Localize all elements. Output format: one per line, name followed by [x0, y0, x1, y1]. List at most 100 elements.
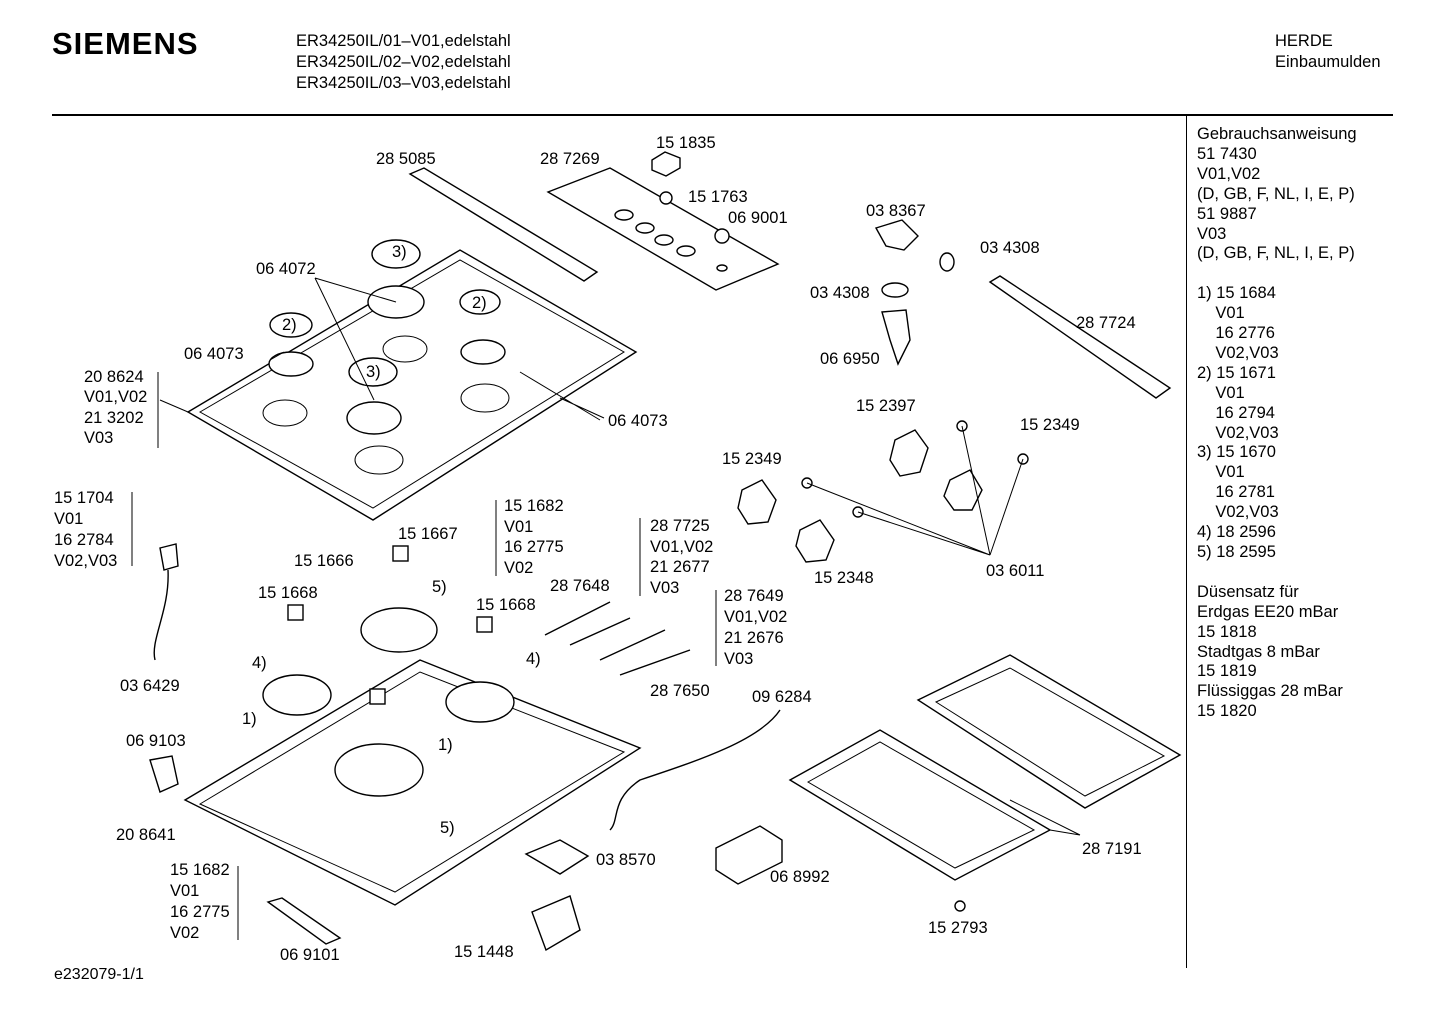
notes-line: V01: [1197, 463, 1245, 482]
part-label: V01: [504, 518, 533, 536]
notes-line: 16 2781: [1197, 483, 1275, 502]
part-label: 28 7724: [1076, 314, 1136, 332]
part-label: V03: [650, 579, 679, 597]
notes-line: 5) 18 2595: [1197, 543, 1276, 562]
part-label: 06 4072: [256, 260, 316, 278]
part-label: 03 6011: [986, 562, 1044, 580]
notes-line: V02,V03: [1197, 503, 1279, 522]
part-label: V01,V02: [84, 388, 147, 406]
part-label: 21 3202: [84, 409, 144, 427]
part-label: 2): [282, 316, 297, 334]
model-line: ER34250IL/03–V03,edelstahl: [296, 74, 511, 92]
notes-line: V01,V02: [1197, 164, 1261, 183]
notes-line: (D, GB, F, NL, I, E, P): [1197, 244, 1355, 263]
part-label: V01: [54, 510, 83, 528]
part-label: 16 2784: [54, 531, 114, 549]
part-label: 15 1668: [476, 596, 536, 614]
part-label: 03 8570: [596, 851, 656, 869]
part-label: 28 7269: [540, 150, 600, 168]
part-label: 5): [432, 578, 447, 596]
knob-part: [651, 151, 681, 177]
strip-part: [266, 897, 342, 945]
part-label: 1): [438, 736, 453, 754]
model-line: ER34250IL/02–V02,edelstahl: [296, 53, 511, 71]
part-label: 28 7648: [550, 577, 610, 595]
part-label: 16 2775: [504, 538, 564, 556]
part-label: 15 1704: [54, 489, 114, 507]
part-label: 3): [366, 363, 381, 381]
brand-logo: SIEMENS: [52, 26, 199, 61]
notes-line: 16 2794: [1197, 403, 1275, 422]
diagram-code: e232079-1/1: [54, 966, 144, 983]
notes-line: 15 1820: [1197, 702, 1257, 721]
notes-spacer: [1197, 264, 1433, 284]
gas-pipe-part: [988, 275, 1172, 399]
notes-line: V03: [1197, 224, 1227, 243]
part-label: 2): [472, 294, 487, 312]
part-label: V02,V03: [54, 552, 117, 570]
notes-line: 1) 15 1684: [1197, 284, 1276, 303]
burner-cap-part: [371, 239, 421, 269]
part-label: 15 1666: [294, 552, 354, 570]
notes-line: 4) 18 2596: [1197, 523, 1276, 542]
notes-line: 15 1819: [1197, 662, 1257, 681]
part-label: V01,V02: [650, 538, 713, 556]
part-label: 15 2349: [722, 450, 782, 468]
notes-line: Düsensatz für: [1197, 582, 1299, 601]
part-label: 28 7650: [650, 682, 710, 700]
diagram-drawing: [131, 151, 1182, 952]
part-label: V03: [84, 429, 113, 447]
part-label: 09 6284: [752, 688, 812, 706]
part-label: V02: [170, 924, 199, 942]
part-label: 06 9001: [728, 209, 788, 227]
rail-part: [408, 167, 599, 282]
notes-line: 15 1818: [1197, 622, 1257, 641]
notes-line: Flüssiggas 28 mBar: [1197, 682, 1343, 701]
part-label: 28 7191: [1082, 840, 1142, 858]
category-line: Einbaumulden: [1275, 53, 1381, 71]
notes-line: V01: [1197, 304, 1245, 323]
part-label: 15 1835: [656, 134, 716, 152]
part-label: 15 2348: [814, 569, 874, 587]
notes-line: Erdgas EE20 mBar: [1197, 602, 1339, 621]
part-label: 21 2677: [650, 558, 710, 576]
gas-valve-part: [874, 219, 919, 251]
part-label: 06 4073: [608, 412, 668, 430]
part-label: 06 6950: [820, 350, 880, 368]
part-label: 28 7649: [724, 587, 784, 605]
page-header: SIEMENS ER34250IL/01–V01,edelstahl ER342…: [0, 0, 1442, 116]
part-label: 1): [242, 710, 257, 728]
terminal-part: [524, 839, 590, 875]
part-label: 15 1667: [398, 525, 458, 543]
part-label: 15 1448: [454, 943, 514, 961]
category-text: HERDE Einbaumulden: [1275, 31, 1381, 73]
notes-line: V02,V03: [1197, 423, 1279, 442]
part-label: 16 2775: [170, 903, 230, 921]
clip-part: [149, 755, 179, 793]
notes-line: (D, GB, F, NL, I, E, P): [1197, 184, 1355, 203]
part-label: 15 2397: [856, 397, 916, 415]
part-label: V02: [504, 559, 533, 577]
part-label: 3): [392, 243, 407, 261]
part-label: V03: [724, 650, 753, 668]
category-line: HERDE: [1275, 32, 1333, 50]
part-label: 06 8992: [770, 868, 830, 886]
burner-part: [360, 607, 438, 653]
part-label: 15 1682: [170, 861, 230, 879]
part-label: 03 4308: [810, 284, 870, 302]
notes-line: 16 2776: [1197, 324, 1275, 343]
notes-line: 2) 15 1671: [1197, 363, 1276, 382]
part-labels: 28 5085 28 7269 15 1835 15 1763 06 9001 …: [54, 134, 1142, 964]
exploded-parts-diagram: 28 5085 28 7269 15 1835 15 1763 06 9001 …: [54, 134, 1182, 964]
part-label: 03 8367: [866, 202, 926, 220]
header-divider: [52, 114, 1393, 116]
notes-line: Stadtgas 8 mBar: [1197, 642, 1320, 661]
ignition-pipe-part: [544, 601, 691, 676]
model-list: ER34250IL/01–V01,edelstahl ER34250IL/02–…: [296, 31, 511, 94]
part-label: 20 8641: [116, 826, 176, 844]
part-label: 06 9103: [126, 732, 186, 750]
part-label: V01,V02: [724, 608, 787, 626]
notes-line: 51 7430: [1197, 144, 1257, 163]
side-divider: [1186, 116, 1187, 968]
